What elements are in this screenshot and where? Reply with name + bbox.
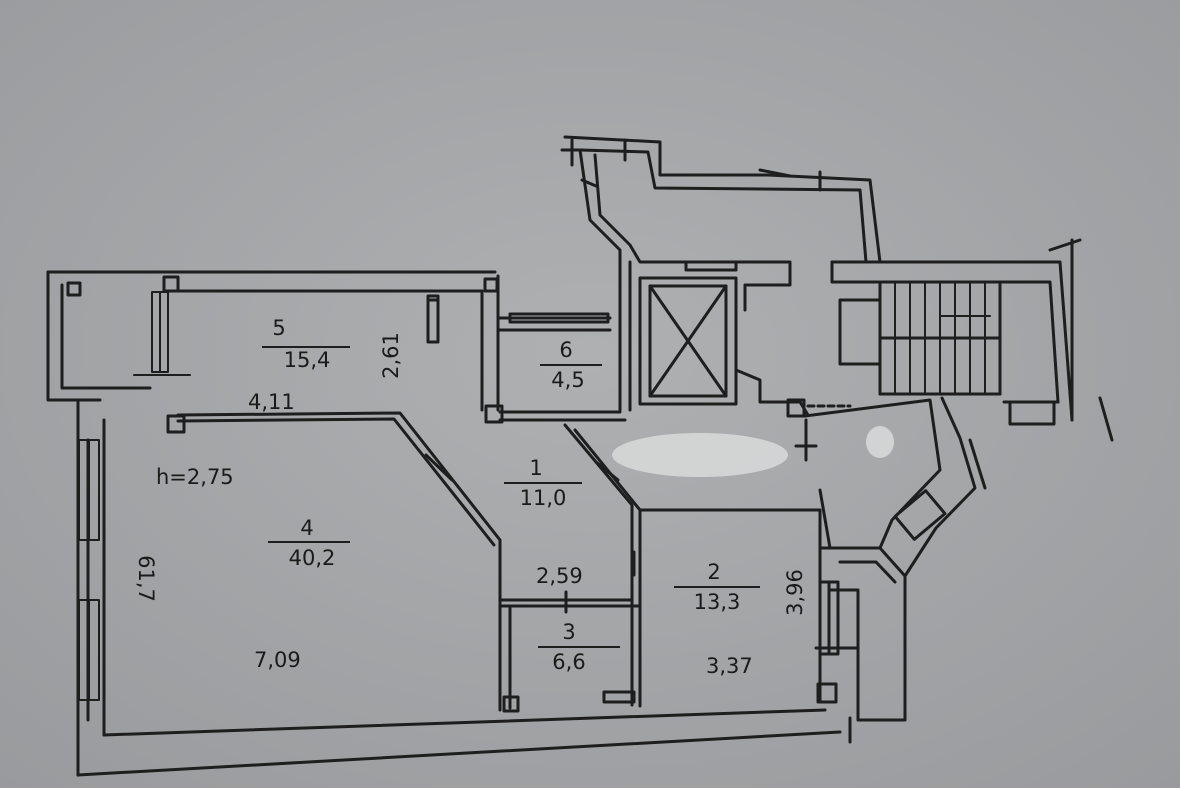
room-4-area: 40,2: [288, 546, 336, 570]
room-6-walls: [484, 312, 627, 424]
room-5-divider: [262, 346, 350, 348]
room-3-number: 3: [562, 620, 576, 644]
room-3-divider: [538, 646, 620, 648]
building-core: [560, 135, 882, 418]
room-4-width-dimension: 7,09: [254, 648, 301, 672]
room-1-area: 11,0: [519, 486, 567, 510]
staircase-icon: [894, 281, 991, 395]
room-5-depth-dimension: 2,61: [378, 332, 403, 379]
room-4-divider: [268, 541, 350, 543]
elevator-shaft-icon: [650, 286, 726, 396]
redacted-area: [612, 426, 894, 477]
room-6-area: 4,5: [551, 368, 585, 392]
window-marks: [78, 291, 191, 701]
room-2-width-dimension: 3,37: [706, 654, 753, 678]
room-2-number: 2: [707, 560, 721, 584]
ceiling-height-label: h=2,75: [156, 465, 234, 489]
hall-entrance: [794, 396, 987, 578]
room-2-area: 13,3: [693, 590, 741, 614]
room-1-divider: [504, 482, 582, 484]
room-3-area: 6,6: [552, 650, 586, 674]
corridor-width-dimension: 2,59: [536, 564, 583, 588]
room-1-number: 1: [529, 456, 543, 480]
room-4-number: 4: [300, 516, 314, 540]
room-6-divider: [540, 364, 602, 366]
room-5-width-dimension: 4,11: [248, 390, 295, 414]
room-5-area: 15,4: [283, 348, 331, 372]
room-6-number: 6: [559, 338, 573, 362]
stairwell: [830, 238, 1114, 442]
room-2-depth-dimension: 3,96: [782, 569, 807, 616]
room-5-number: 5: [272, 316, 286, 340]
room-4-depth-dimension: 61,7: [133, 555, 158, 602]
room-2-divider: [674, 586, 760, 588]
partition-5-4: [166, 294, 502, 712]
